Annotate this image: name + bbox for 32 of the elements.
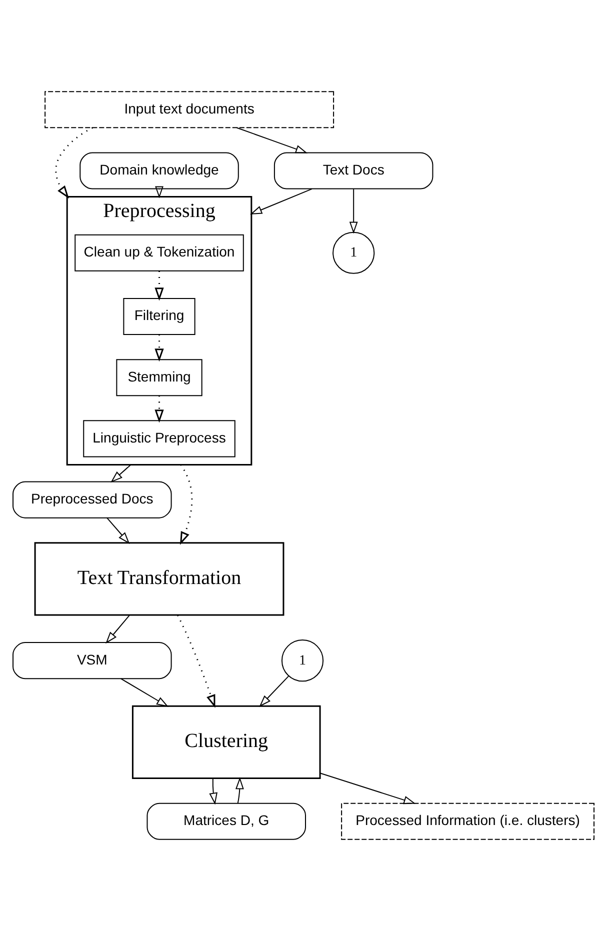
node-box: Filtering: [122, 297, 195, 335]
arrow: [319, 772, 416, 804]
arrow: [208, 778, 217, 804]
arrow: [105, 614, 130, 644]
node-circle: 1: [332, 231, 374, 274]
arrow: [250, 188, 312, 214]
node-box: Clean up & Tokenization: [74, 234, 244, 271]
node-box: Linguistic Preprocess: [82, 420, 235, 457]
node-box: Text Docs: [273, 152, 433, 189]
node-box: Clustering: [131, 704, 320, 779]
node-box: Text Transformation: [34, 542, 284, 616]
arrow: [154, 186, 163, 198]
arrow: [154, 334, 164, 362]
arrow: [154, 270, 164, 300]
arrow: [176, 614, 215, 708]
node-box: VSM: [12, 642, 172, 679]
arrow: [106, 516, 130, 544]
arrow: [258, 675, 289, 706]
node-box: Matrices D, G: [146, 802, 306, 840]
node-box: Processed Information (i.e. clusters): [340, 802, 594, 840]
arrow: [180, 464, 192, 544]
arrow: [348, 188, 358, 234]
node-circle: 1: [280, 639, 324, 682]
arrow: [236, 126, 308, 153]
node-box: Preprocessed Docs: [12, 480, 172, 518]
arrow: [110, 464, 131, 482]
arrow: [154, 395, 164, 422]
arrow: [120, 678, 168, 706]
node-box: Input text documents: [44, 90, 334, 128]
arrow: [234, 776, 244, 804]
node-box: Stemming: [116, 358, 202, 396]
arrow: [54, 126, 92, 198]
